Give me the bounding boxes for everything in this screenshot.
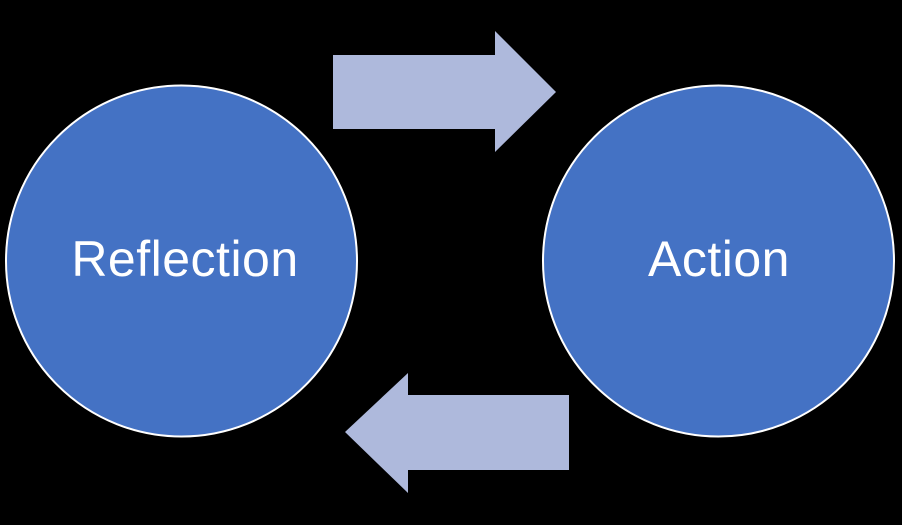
arrow-right-icon	[333, 31, 556, 152]
action-circle	[542, 84, 895, 438]
reflection-circle	[5, 84, 358, 438]
reflection-label: Reflection	[71, 231, 298, 287]
action-label: Action	[648, 231, 790, 287]
arrow-left-icon	[345, 373, 569, 493]
